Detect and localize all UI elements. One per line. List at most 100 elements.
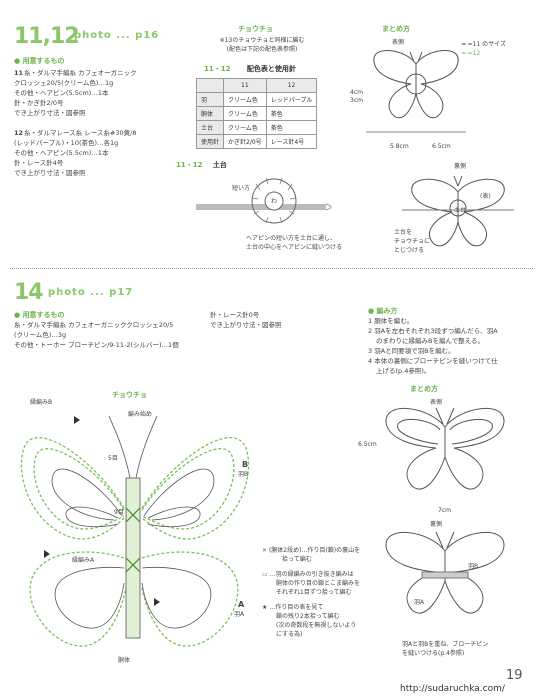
section-heading-11-12: 11,12 xyxy=(14,24,80,49)
butterfly-outline-back-small xyxy=(402,175,514,247)
photo-reference-14: photo ... p17 xyxy=(48,287,134,298)
table-cell: 11 xyxy=(223,78,267,93)
color-table-title: 11・12 配色表と使用針 xyxy=(204,64,296,74)
color-table-num: 11・12 xyxy=(204,65,231,73)
item-11-line: 針・かぎ針2/0号 xyxy=(14,99,64,107)
color-table: 11 12 羽 クリーム色 レッドパープル 胴体 クリーム色 茶色 土台 クリー… xyxy=(195,78,318,149)
table-cell: 茶色 xyxy=(265,106,318,121)
summary-title-1: まとめ方 xyxy=(382,25,410,33)
item-11-line: その他・ヘアピン(5.5cm)…1本 xyxy=(14,89,109,97)
summary-front-label-14: 表側 xyxy=(430,399,443,406)
label-body: 胴体 xyxy=(118,657,131,664)
item-12-line: (レッドパープル)・10(茶色)…各1g xyxy=(14,139,119,147)
label-edge-b: 縁編みB xyxy=(30,399,53,406)
steps-list: 1 胴体を編む。 2 羽Aを左右それぞれ3段ずつ編んだら、羽A のまわりに縁編み… xyxy=(368,316,538,376)
materials-line: 糸・ダルマ手編糸 カフェオーガニッククロッシェ20/5 xyxy=(14,321,174,329)
label-row9: 9目 xyxy=(114,509,124,516)
step-line: のまわりに縁編みBを編んで整える。 xyxy=(376,337,484,345)
butterfly-note: ※13のチョウチョと同様に編む (配色は下記の配色表参照) xyxy=(208,36,316,54)
size-height-11: 4cm xyxy=(350,89,363,96)
table-cell: 胴体 xyxy=(195,106,225,121)
legend-line: にする為) xyxy=(276,631,303,638)
base-short-label: 短い方 xyxy=(232,185,251,192)
item-12-line: でき上がり寸法・図参照 xyxy=(14,169,86,177)
legend-line: ▭ …羽の縁編みの引き抜き編みは xyxy=(262,571,354,578)
table-cell: かぎ針2/0号 xyxy=(223,134,267,149)
summary-back-label-14: 裏側 xyxy=(430,521,443,528)
back-wing-a-label: 羽A xyxy=(414,599,425,606)
table-cell: 土台 xyxy=(195,120,225,135)
table-cell: レース針4号 xyxy=(265,134,318,149)
table-cell: クリーム色 xyxy=(223,92,267,107)
legend-line: 鎖の残り2本拾って編む xyxy=(276,613,340,620)
size-legend: ━ =11 のサイズ ━ =12 xyxy=(462,40,506,58)
legend-line: 胴体の作り目の鎖とこま編みを xyxy=(276,580,361,587)
back-note-line: を縫いつける(p.4参照) xyxy=(402,650,465,657)
back-omote-label: (表) xyxy=(480,193,491,200)
source-url: http://sudaruchka.com/ xyxy=(400,684,505,694)
base-title-num: 11・12 xyxy=(176,161,203,169)
summary-title-14: まとめ方 xyxy=(410,385,438,393)
materials-14: 糸・ダルマ手編糸 カフェオーガニッククロッシェ20/5 (クリーム色)…3g そ… xyxy=(14,320,204,350)
butterfly-outline-front xyxy=(385,407,505,490)
materials-line: (クリーム色)…3g xyxy=(14,331,67,339)
step-line: 2 羽Aを左右それぞれ3段ずつ編んだら、羽A xyxy=(368,327,498,335)
item-11-line: 糸・ダルマ手編糸 カフェオーガニック xyxy=(24,69,137,77)
legend-line: ✕ (胴体2段め)…作り目(鎖)の裏山を xyxy=(262,547,361,554)
label-edge-a: 縁編みA xyxy=(72,557,95,564)
materials-title: ● 用意するもの xyxy=(14,57,65,65)
legend-line: それぞれ1目ずつ拾って編む xyxy=(276,589,352,596)
label-row5: 5目 xyxy=(108,455,118,462)
item-11-label: 11 xyxy=(14,69,24,77)
summary-front-label: 表側 xyxy=(392,39,405,46)
table-cell: 使用針 xyxy=(195,134,225,149)
chart-legend: ✕ (胴体2段め)…作り目(鎖)の裏山を 拾って編む ▭ …羽の縁編みの引き抜き… xyxy=(262,546,372,639)
base-diagram xyxy=(196,177,332,224)
item-12-materials: 糸・ダルマレース糸 レース糸#30黄/8 (レッドパープル)・10(茶色)…各1… xyxy=(14,128,204,178)
back-note-line: チョウチョに xyxy=(394,238,431,245)
table-cell: 羽 xyxy=(195,92,225,107)
needle-info-14: 針・レース針0号 でき上がり寸法・図参照 xyxy=(210,310,282,330)
item-11-materials: 糸・ダルマ手編糸 カフェオーガニック クロッシェ20/5(クリーム色)…1g そ… xyxy=(14,68,204,118)
item-11-line: でき上がり寸法・図参照 xyxy=(14,109,86,117)
table-cell: クリーム色 xyxy=(223,120,267,135)
page-number: 19 xyxy=(506,668,523,683)
table-row: 胴体 クリーム色 茶色 xyxy=(195,106,318,121)
materials-title-14: ● 用意するもの xyxy=(14,311,65,319)
step-line: 4 本体の裏側にブローチピンを縫いつけて仕 xyxy=(368,357,498,365)
summary-back-label: 裏側 xyxy=(454,163,467,170)
steps-title: ● 編み方 xyxy=(368,307,398,315)
label-wing-b: 羽B xyxy=(238,471,249,478)
back-base-label: 土台 xyxy=(454,207,467,214)
back-note-line: とじつける xyxy=(394,247,425,254)
base-title: 11・12 土台 xyxy=(176,160,227,170)
section-heading-14: 14 xyxy=(14,280,44,305)
size-legend-11: ━ =11 のサイズ xyxy=(462,41,506,48)
step-line: 3 羽Aと同要領で羽Bを編む。 xyxy=(368,347,455,355)
section-divider xyxy=(10,268,533,269)
butterfly-crochet-chart xyxy=(20,415,250,647)
item-11-line: クロッシェ20/5(クリーム色)…1g xyxy=(14,79,114,87)
butterfly-outline-back xyxy=(385,531,505,614)
table-row: 羽 クリーム色 レッドパープル xyxy=(195,92,318,107)
legend-line: (次の奇数段を無視しないよう xyxy=(276,622,357,629)
label-arrow-b: B xyxy=(242,460,249,469)
size-width-11: 5.8cm xyxy=(390,143,409,150)
item-12-line: 糸・ダルマレース糸 レース糸#30黄/8 xyxy=(24,129,137,137)
label-start: 編み始め xyxy=(128,411,153,418)
photo-reference: photo ... p16 xyxy=(74,30,160,41)
base-note-line: 土台の中心をヘアピンに縫いつける xyxy=(246,244,343,251)
needle-line: 針・レース針0号 xyxy=(210,311,260,319)
butterfly-note-line: (配色は下記の配色表参照) xyxy=(226,46,298,53)
legend-line: ★ …作り目の表を見て xyxy=(262,604,324,611)
base-title-text: 土台 xyxy=(212,161,227,169)
color-table-title-text: 配色表と使用針 xyxy=(246,65,296,73)
back-note-line: 羽Aと羽Bを重ね、ブローチピン xyxy=(402,641,489,648)
legend-line: 拾って編む xyxy=(282,556,312,563)
table-cell: 12 xyxy=(265,78,318,93)
back-wing-b-label: 羽B xyxy=(468,563,479,570)
table-cell: 茶色 xyxy=(265,120,318,135)
butterfly-outline-front-small xyxy=(366,49,466,133)
size-height-14: 6.5cm xyxy=(358,441,377,448)
back-note-line: 土台を xyxy=(394,229,413,236)
